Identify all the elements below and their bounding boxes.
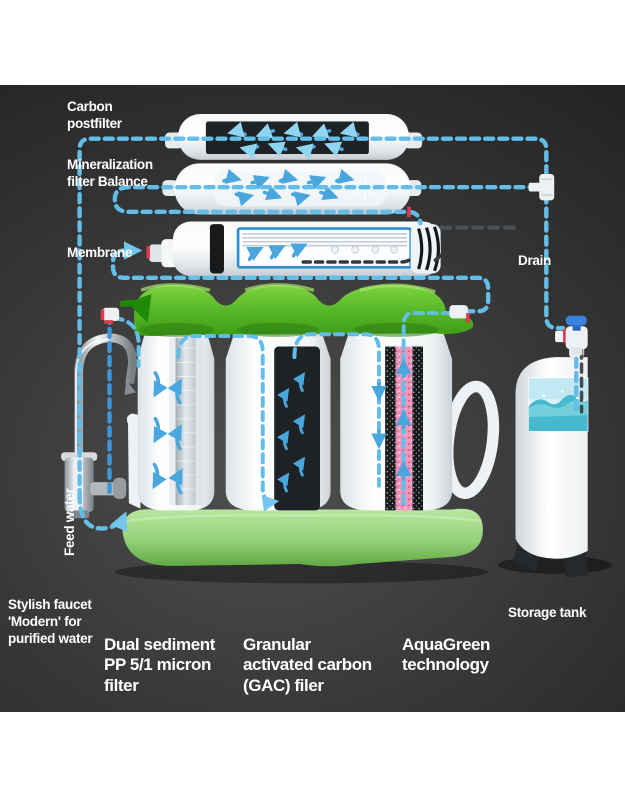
- gac-flow-arrows: [277, 372, 305, 493]
- faucet-line: [77, 492, 128, 533]
- membrane-inlet-clip: [146, 246, 151, 259]
- storage-tank: [497, 335, 613, 578]
- label-feed-water: Feed water: [62, 488, 77, 556]
- unit-outlet-fitting: [449, 305, 470, 323]
- unit-inlet-fitting: [100, 307, 120, 324]
- sediment-flow-arrows: [152, 371, 183, 495]
- mineral-flow-arrows: [222, 168, 355, 207]
- fittings: [100, 173, 588, 356]
- tee-fitting: [528, 173, 555, 201]
- label-filter-sediment: Dual sediment PP 5/1 micron filter: [104, 635, 215, 695]
- membrane-outlet-clip: [407, 206, 411, 218]
- carbon-flow-arrows: [227, 121, 360, 160]
- label-filter-aquagreen: AquaGreen technology: [402, 635, 491, 675]
- tank-water-splash-art: [528, 377, 589, 432]
- gac-core: [274, 346, 320, 511]
- membrane-ports: [330, 245, 398, 254]
- label-carbon-postfilter: Carbon postfilter: [67, 99, 122, 131]
- purified-line: [77, 136, 566, 501]
- tubing: [77, 136, 579, 533]
- label-mineralization: Mineralization filter Balance: [67, 157, 153, 189]
- membrane-drain-exit: [433, 232, 446, 263]
- filter-unit: [114, 283, 500, 584]
- label-membrane: Membrane: [67, 245, 133, 260]
- membrane-flow-arrows: [246, 243, 308, 262]
- label-filter-gac: Granular activated carbon (GAC) filer: [243, 635, 372, 695]
- unit-flow-lines: [112, 311, 452, 512]
- label-faucet: Stylish faucet 'Modern' for purified wat…: [8, 597, 93, 646]
- sediment-core: [169, 337, 203, 506]
- label-drain: Drain: [518, 253, 552, 268]
- unit-manifold: [134, 283, 474, 337]
- membrane-capsule: [149, 221, 446, 277]
- unit-base: [122, 508, 483, 567]
- membrane-stripes: [242, 233, 408, 247]
- inlet-green-arrow: [119, 293, 152, 323]
- filtration-diagram: [61, 114, 613, 584]
- label-storage-tank: Storage tank: [508, 605, 587, 620]
- membrane-endcap-ribs: [417, 226, 441, 272]
- diagram-scene: Carbon postfilter Mineralization filter …: [0, 85, 625, 712]
- valve-handle: [565, 315, 587, 326]
- mineralization-line: [112, 184, 540, 226]
- tank-valve: [555, 315, 588, 356]
- membrane-feed-line: [110, 241, 491, 314]
